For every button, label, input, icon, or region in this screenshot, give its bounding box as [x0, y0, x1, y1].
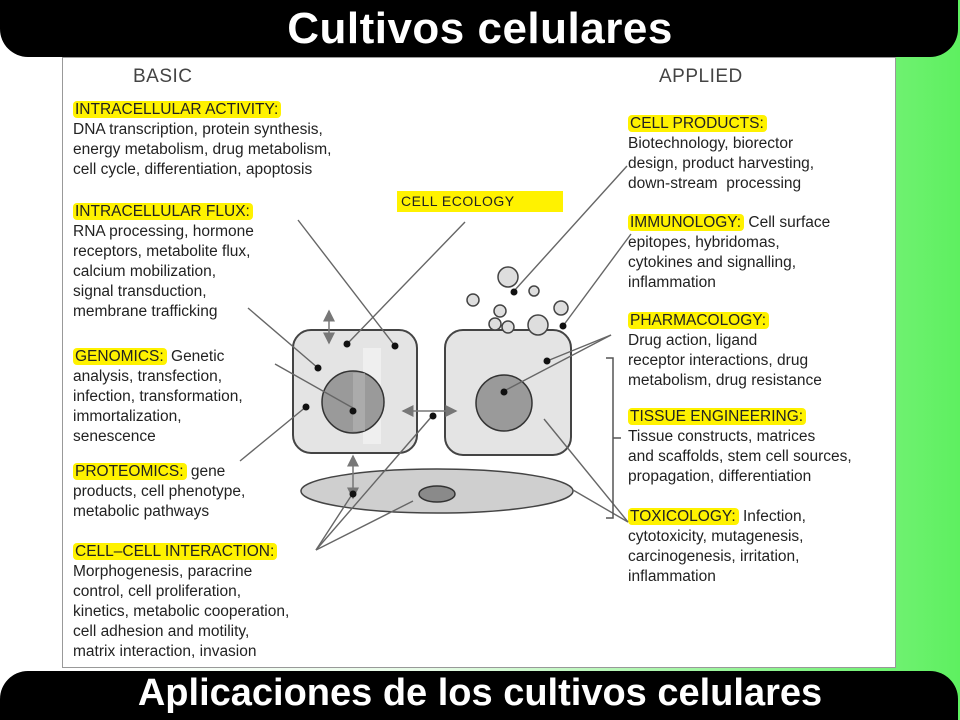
right-nucleus: [475, 374, 533, 432]
basic-description: analysis, transfection, infection, trans…: [73, 368, 243, 445]
basic-item-genomics: GENOMICS: Genetic analysis, transfection…: [73, 347, 243, 447]
matrix-nucleus: [418, 485, 456, 503]
heading-basic: BASIC: [133, 66, 193, 87]
page-subtitle: Aplicaciones de los cultivos celulares: [137, 672, 823, 714]
vesicles: [466, 266, 569, 336]
applied-label: IMMUNOLOGY:: [628, 214, 745, 231]
applied-inline: Infection,: [738, 508, 806, 525]
endpoint-dots: [302, 288, 567, 498]
cell-diagram: [239, 165, 632, 551]
cell-ecology-label: CELL ECOLOGY: [397, 191, 563, 212]
basic-description: products, cell phenotype, metabolic path…: [73, 483, 246, 520]
basic-label: INTRACELLULAR ACTIVITY:: [73, 101, 282, 118]
subtitle-bar: [0, 671, 958, 720]
applied-label: TOXICOLOGY:: [628, 508, 739, 525]
basic-item-intracellular-flux: INTRACELLULAR FLUX: RNA processing, horm…: [73, 202, 254, 322]
applied-description: Biotechnology, biorector design, product…: [628, 135, 815, 192]
applied-description: cytotoxicity, mutagenesis, carcinogenesi…: [628, 528, 804, 585]
applied-label: PHARMACOLOGY:: [628, 312, 770, 329]
basic-description: RNA processing, hormone receptors, metab…: [73, 223, 254, 320]
applied-item-toxicology: TOXICOLOGY: Infection, cytotoxicity, mut…: [628, 507, 806, 587]
applied-item-pharmacology: PHARMACOLOGY: Drug action, ligand recept…: [628, 311, 822, 391]
basic-item-proteomics: PROTEOMICS: gene products, cell phenotyp…: [73, 462, 245, 522]
basic-item-cell-cell-interaction: CELL–CELL INTERACTION: Morphogenesis, pa…: [73, 542, 289, 662]
applied-item-tissue-engineering: TISSUE ENGINEERING: Tissue constructs, m…: [628, 407, 852, 487]
applied-item-cell-products: CELL PRODUCTS: Biotechnology, biorector …: [628, 114, 814, 194]
applied-description: Drug action, ligand receptor interaction…: [628, 332, 822, 389]
basic-inline: gene: [186, 463, 226, 480]
basic-connectors: [239, 219, 466, 551]
applied-inline: Cell surface: [744, 214, 831, 231]
basic-label: GENOMICS:: [73, 348, 167, 365]
basic-inline: Genetic: [166, 348, 225, 365]
basic-label: PROTEOMICS:: [73, 463, 187, 480]
applied-item-immunology: IMMUNOLOGY: Cell surface epitopes, hybri…: [628, 213, 830, 293]
applied-label: TISSUE ENGINEERING:: [628, 408, 807, 425]
basic-label: INTRACELLULAR FLUX:: [73, 203, 253, 220]
applied-connectors: [503, 165, 632, 523]
applied-description: Tissue constructs, matrices and scaffold…: [628, 428, 852, 485]
applied-bracket: [606, 357, 621, 519]
page-title: Cultivos celulares: [287, 4, 673, 53]
heading-applied: APPLIED: [659, 66, 743, 87]
basic-description: Morphogenesis, paracrine control, cell p…: [73, 563, 290, 660]
title-bar: [0, 0, 958, 57]
applied-label: CELL PRODUCTS:: [628, 115, 767, 132]
diagram-panel: BASIC APPLIED INTRACELLULAR ACTIVITY: DN…: [62, 57, 896, 668]
basic-label: CELL–CELL INTERACTION:: [73, 543, 278, 560]
applied-description: epitopes, hybridomas, cytokines and sign…: [628, 234, 797, 291]
basic-item-intracellular-activity: INTRACELLULAR ACTIVITY: DNA transcriptio…: [73, 100, 331, 180]
basic-description: DNA transcription, protein synthesis, en…: [73, 121, 332, 178]
